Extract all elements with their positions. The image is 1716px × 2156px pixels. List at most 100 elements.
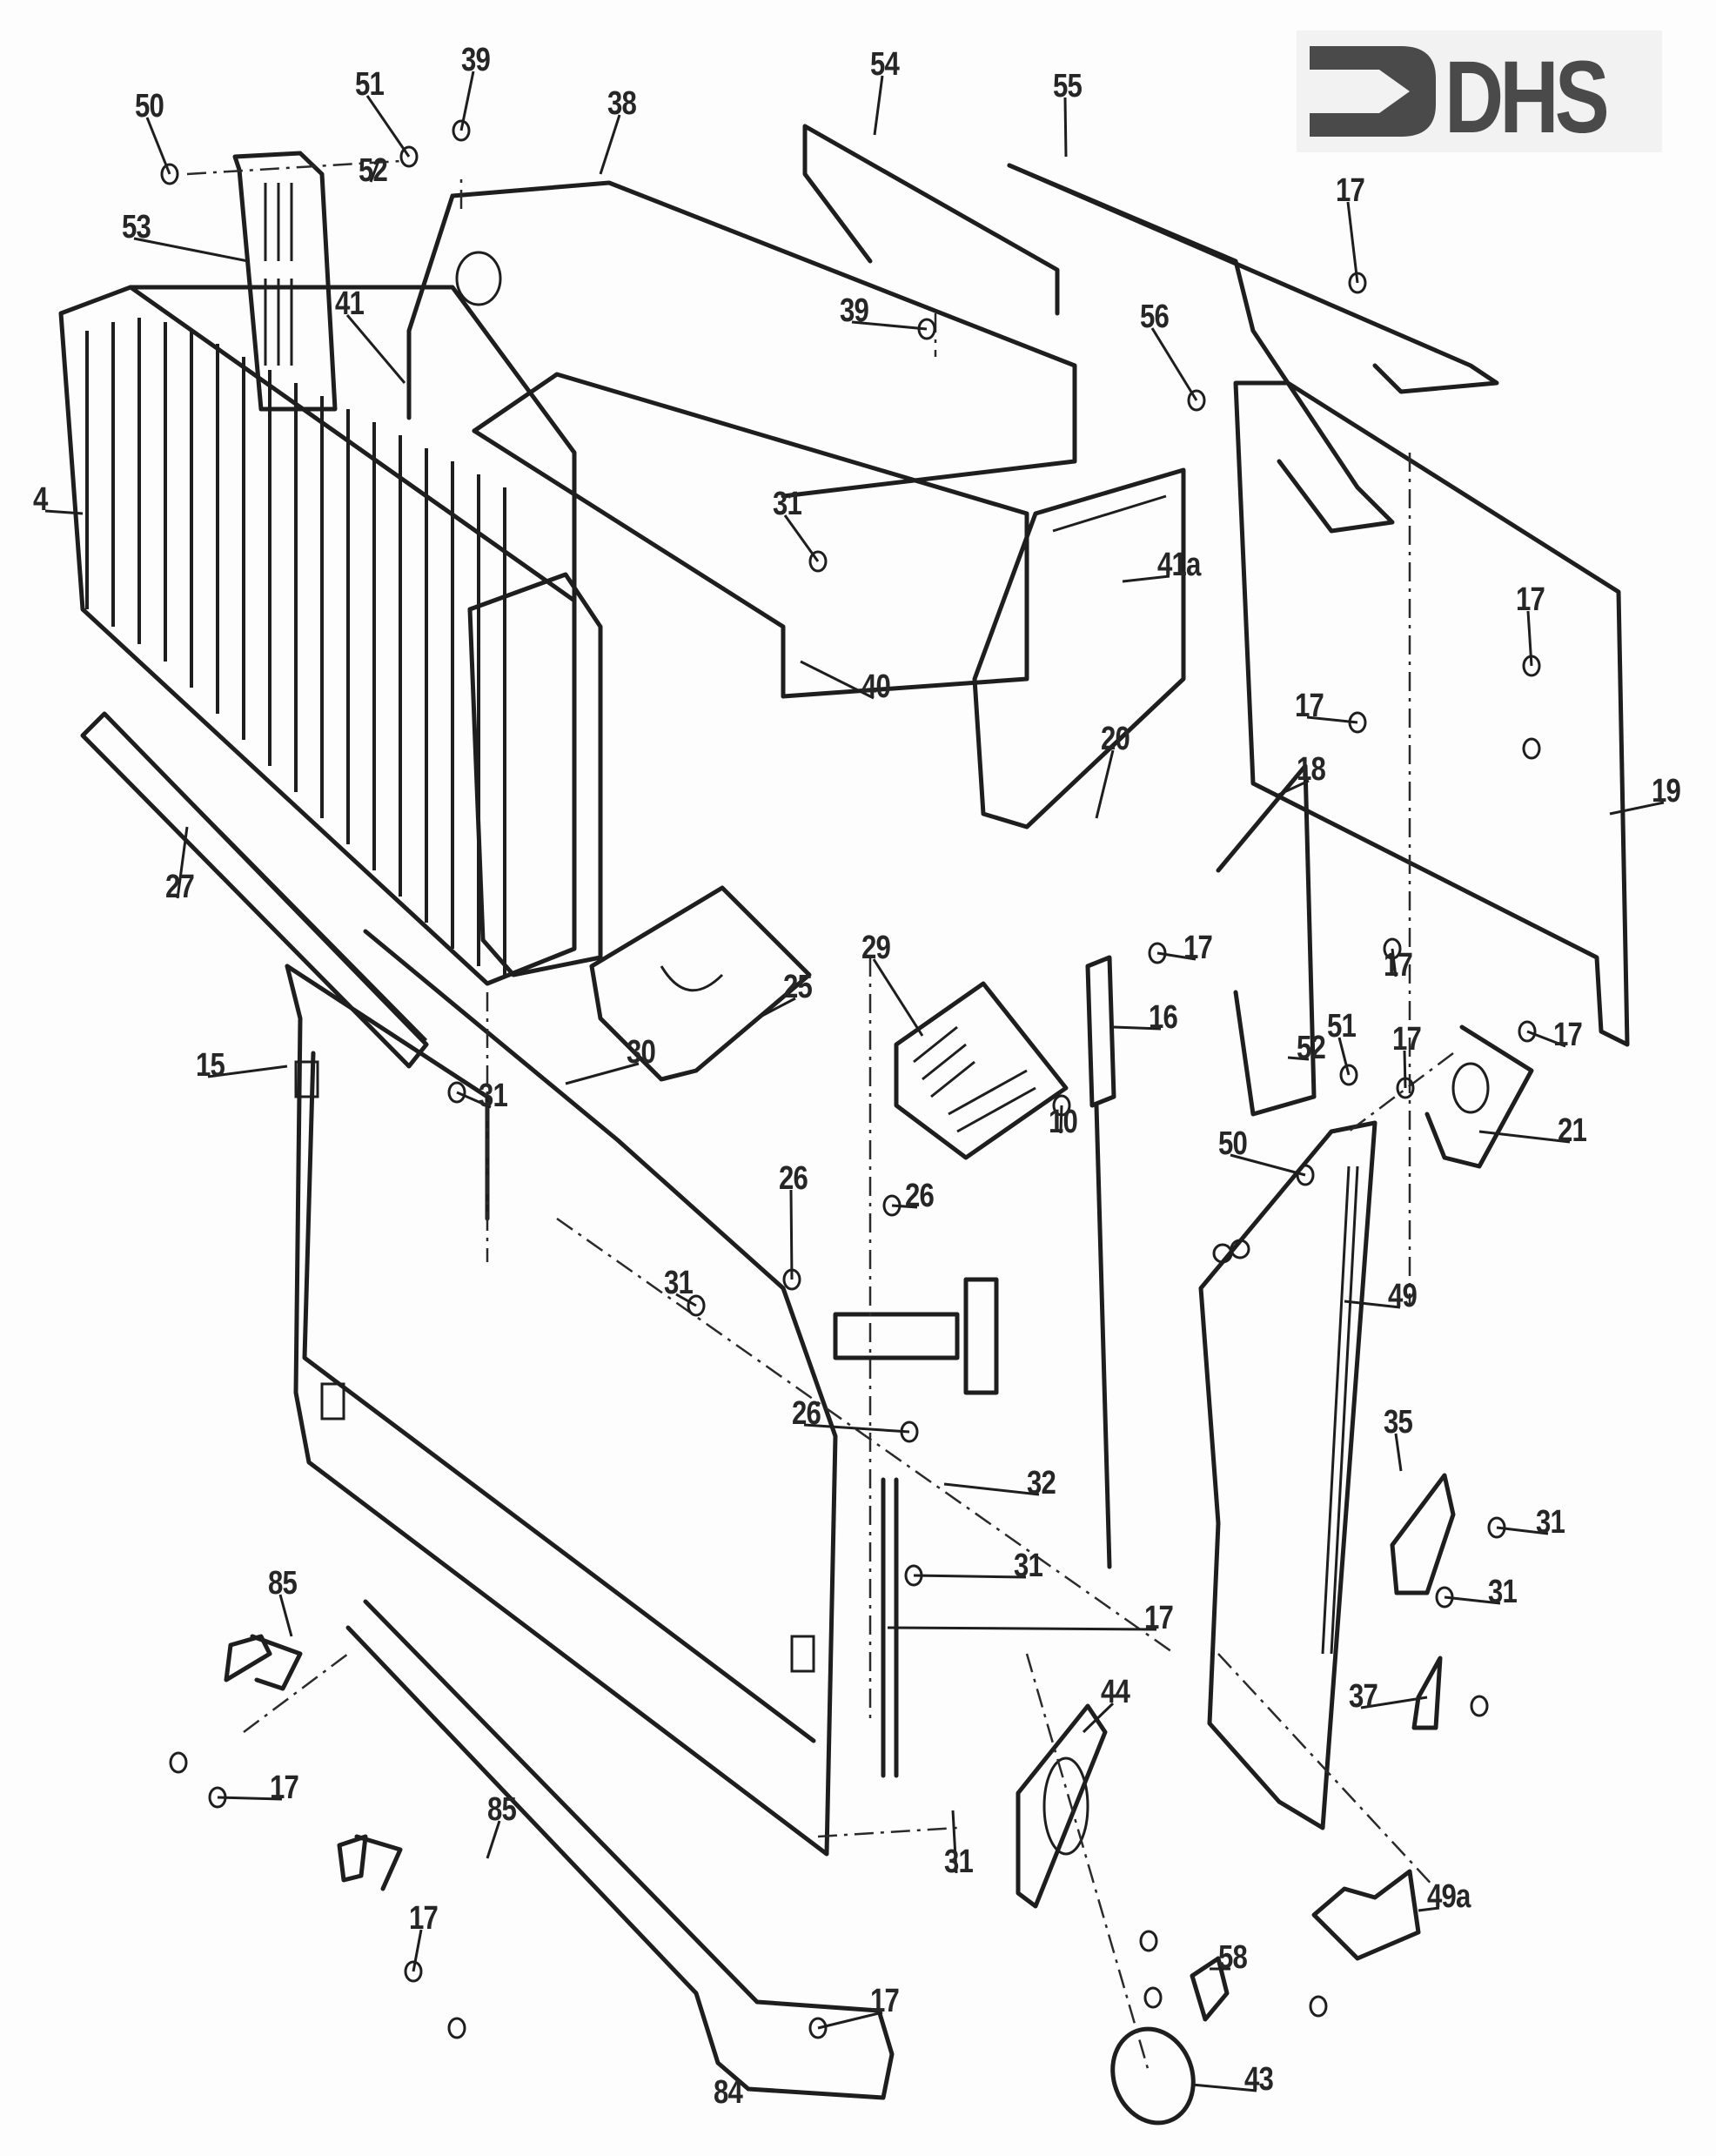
leader-line: [369, 160, 380, 183]
part-label-39: 39: [840, 292, 869, 329]
part-label-31: 31: [664, 1265, 694, 1301]
leader-line: [887, 1626, 1157, 1631]
screw-icon: [1518, 1020, 1537, 1043]
screw-icon: [1522, 737, 1541, 760]
part-label-51: 51: [355, 66, 385, 103]
leader-line: [565, 1062, 640, 1085]
screw-icon: [1309, 1995, 1328, 2018]
leader-line: [1059, 1105, 1063, 1134]
part-label-55: 55: [1053, 68, 1083, 104]
dhs-logo: DHS: [1297, 30, 1662, 152]
part-29-grate: [894, 981, 1069, 1160]
part-49a-bracket: [1311, 1869, 1421, 1961]
part-label-85: 85: [487, 1791, 517, 1828]
part-84-bottom-trim: [345, 1599, 895, 2100]
leader-line: [1391, 948, 1398, 977]
leader-line: [943, 1482, 1040, 1496]
leader-line: [1609, 801, 1665, 816]
leader-line: [675, 1293, 697, 1307]
part-54-55-top-rails: [802, 124, 1499, 534]
leader-line: [1150, 327, 1198, 401]
leader-line: [872, 958, 924, 1037]
part-label-32: 32: [1027, 1465, 1056, 1501]
part-label-49: 49: [1388, 1278, 1418, 1314]
part-label-31: 31: [479, 1078, 508, 1114]
screw-icon: [687, 1294, 706, 1317]
screw-icon: [1143, 1986, 1163, 2009]
part-label-29: 29: [861, 930, 891, 966]
part-label-44: 44: [1101, 1674, 1130, 1710]
leader-line: [1156, 951, 1197, 961]
part-label-31: 31: [1014, 1548, 1043, 1584]
leader-line: [756, 997, 796, 1020]
part-label-25: 25: [783, 969, 813, 1005]
part-43-control-knob: [1110, 2026, 1196, 2126]
part-27-angle-strip: [80, 711, 429, 1069]
part-label-50: 50: [1218, 1125, 1248, 1162]
leader-line: [1403, 1050, 1407, 1089]
part-21-mounting-plate: [1424, 1024, 1534, 1169]
leader-line: [851, 320, 928, 331]
screw-icon: [404, 1960, 423, 1983]
part-25-burner-tray: [589, 885, 812, 1082]
part-label-15: 15: [196, 1047, 225, 1084]
assembly-lines: [186, 159, 1454, 2072]
part-label-17: 17: [1553, 1017, 1583, 1053]
screw-icon: [160, 163, 179, 185]
screw-icon: [808, 550, 828, 573]
part-label-84: 84: [714, 2074, 743, 2111]
part-label-17: 17: [870, 1983, 900, 2019]
fasteners: [160, 119, 1541, 2039]
part-label-10: 10: [1049, 1104, 1078, 1140]
part-19-side-cover: [1233, 380, 1630, 1047]
leader-line: [891, 1204, 918, 1209]
part-label-18: 18: [1297, 751, 1326, 788]
part-38-top-plate: [406, 180, 1077, 499]
part-label-38: 38: [607, 85, 637, 122]
part-label-4: 4: [33, 481, 48, 518]
part-label-20: 20: [1101, 721, 1130, 757]
part-35-bracket: [1390, 1473, 1456, 1595]
leader-line: [1526, 1030, 1566, 1048]
part-4-heat-exchanger: [58, 285, 603, 986]
screw-icon: [447, 2017, 466, 2039]
leader-line: [1122, 574, 1170, 583]
part-label-58: 58: [1218, 1939, 1248, 1976]
part-32-pilot-tube: [833, 1277, 999, 1778]
leader-line: [1063, 97, 1068, 158]
screw-icon: [399, 145, 419, 168]
part-49-rear-panel: [1198, 1120, 1377, 1830]
part-label-26: 26: [779, 1160, 808, 1197]
part-label-31: 31: [1488, 1574, 1518, 1610]
part-15-front-frame: [285, 929, 838, 1857]
leader-line: [459, 71, 475, 131]
part-58-switch: [1190, 1956, 1230, 2022]
leader-line: [1418, 1906, 1440, 1912]
leader-line: [1095, 749, 1115, 819]
leader-line: [1444, 1595, 1501, 1605]
leader-line: [278, 1594, 293, 1637]
part-label-37: 37: [1349, 1678, 1378, 1715]
leader-line: [913, 1574, 1027, 1579]
leader-line: [456, 1091, 492, 1109]
part-53-vent-grille: [232, 151, 338, 412]
part-label-17: 17: [409, 1900, 439, 1937]
part-label-26: 26: [792, 1395, 821, 1432]
leader-line: [145, 117, 171, 175]
leader-line: [873, 75, 884, 136]
screw-icon: [808, 2017, 828, 2039]
leader-line: [1478, 1130, 1571, 1144]
part-label-31: 31: [1536, 1504, 1565, 1541]
part-label-56: 56: [1140, 299, 1170, 335]
part-label-41a: 41a: [1157, 547, 1201, 583]
part-41a-side-panel: [972, 467, 1186, 829]
leader-line: [44, 509, 84, 515]
leader-line: [133, 237, 249, 263]
part-label-53: 53: [122, 209, 151, 245]
part-label-17: 17: [1144, 1600, 1174, 1636]
part-label-17: 17: [270, 1770, 299, 1806]
screw-icon: [447, 1081, 466, 1104]
screw-icon: [1339, 1064, 1358, 1086]
leader-line: [1360, 1696, 1428, 1709]
